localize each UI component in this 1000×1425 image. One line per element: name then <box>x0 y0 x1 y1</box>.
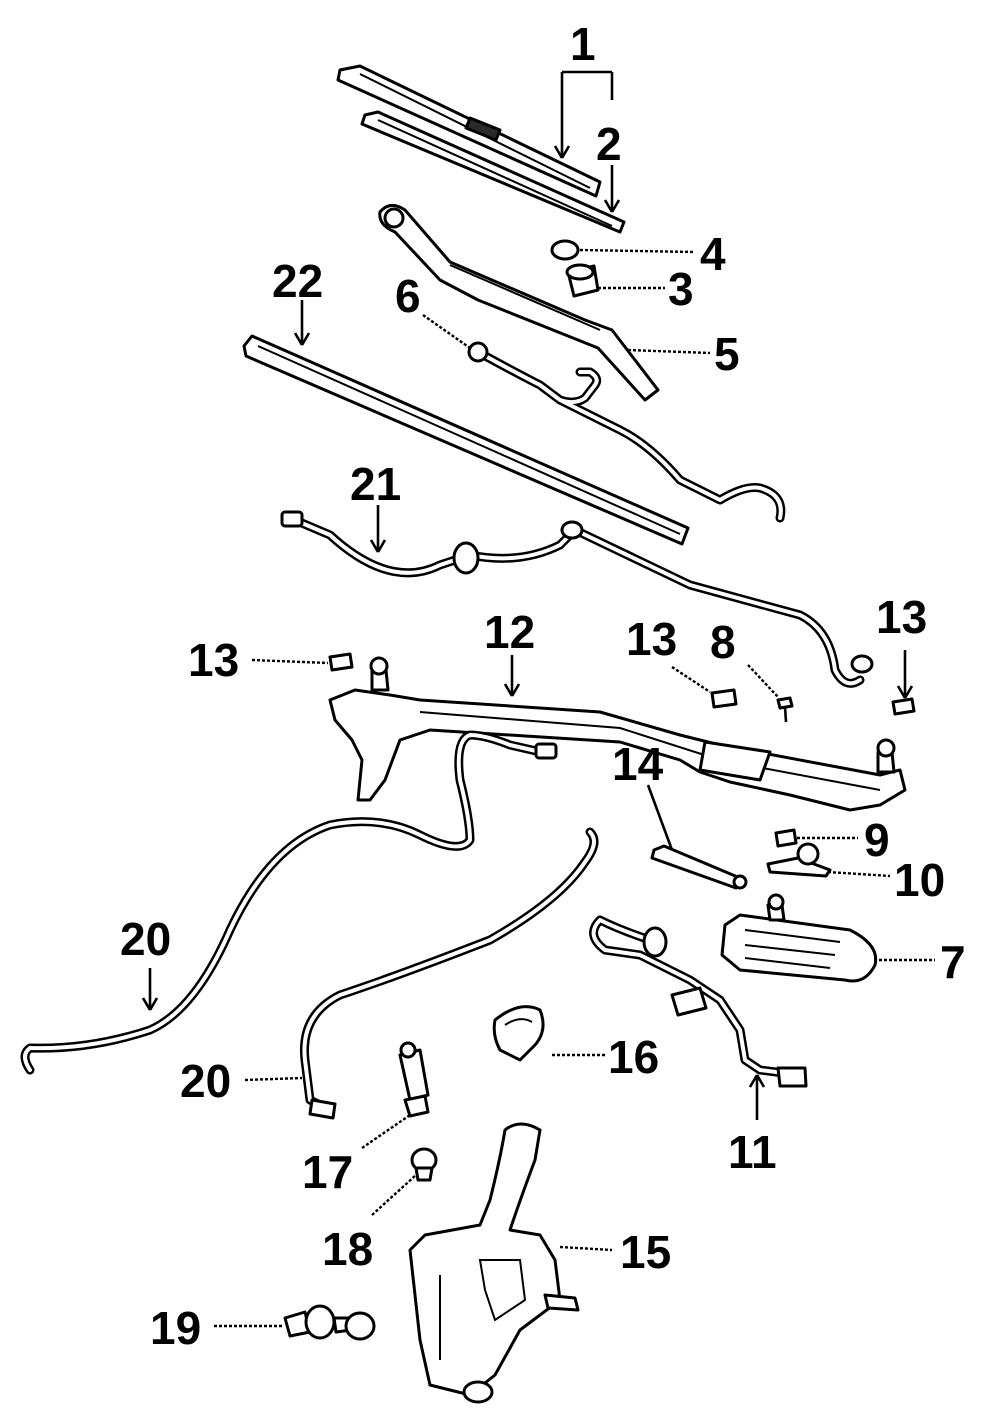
part-13-grommet-left[interactable] <box>328 652 354 672</box>
part-13-grommet-right[interactable] <box>891 697 916 716</box>
part-20-washer-hose-left[interactable] <box>20 730 558 1075</box>
callout-13-left: 13 <box>188 634 239 686</box>
callout-3: 3 <box>668 263 694 315</box>
part-15-washer-reservoir[interactable] <box>408 1122 580 1404</box>
callout-19: 19 <box>150 1302 201 1354</box>
callout-8: 8 <box>710 616 736 668</box>
part-12-wiper-linkage[interactable] <box>328 656 907 812</box>
callout-11: 11 <box>728 1126 777 1178</box>
callout-22: 22 <box>272 255 323 307</box>
callout-16: 16 <box>608 1031 659 1083</box>
part-18-pump-grommet[interactable] <box>410 1147 438 1182</box>
part-14-drive-link[interactable] <box>650 844 748 890</box>
callout-2: 2 <box>596 118 622 170</box>
leader-lines <box>141 70 935 1328</box>
part-20-washer-hose-right[interactable] <box>299 827 599 1120</box>
callout-14: 14 <box>612 738 664 790</box>
callout-12: 12 <box>484 606 535 658</box>
part-19-washer-nozzle[interactable] <box>283 1304 376 1341</box>
callout-21: 21 <box>350 458 401 510</box>
callout-20-right: 20 <box>180 1055 231 1107</box>
callout-20-left: 20 <box>120 913 171 965</box>
part-11-wiring-harness[interactable] <box>589 915 808 1088</box>
part-10-crank-arm[interactable] <box>766 842 832 878</box>
callout-6: 6 <box>395 270 421 322</box>
part-3-nut[interactable] <box>565 263 600 298</box>
part-6-washer-hose[interactable] <box>467 341 786 523</box>
callout-7: 7 <box>940 936 966 988</box>
callout-17: 17 <box>302 1146 353 1198</box>
callout-13-middle: 13 <box>626 613 677 665</box>
part-1-wiper-blade[interactable] <box>336 64 602 198</box>
callout-9: 9 <box>864 814 890 866</box>
callout-5: 5 <box>714 328 740 380</box>
callout-4: 4 <box>700 228 726 280</box>
part-4-cap[interactable] <box>550 239 580 261</box>
part-7-wiper-motor[interactable] <box>720 893 878 983</box>
part-5-wiper-arm[interactable] <box>378 204 660 402</box>
part-22-cowl-seal[interactable] <box>242 334 690 546</box>
part-16-reservoir-cap[interactable] <box>492 1005 545 1062</box>
part-9-nut[interactable] <box>774 828 798 848</box>
callout-10: 10 <box>894 854 945 906</box>
part-17-washer-pump[interactable] <box>398 1041 430 1118</box>
part-21-washer-hose-assembly[interactable] <box>280 510 874 688</box>
callout-1: 1 <box>570 18 596 70</box>
part-8-bolt[interactable] <box>776 696 794 723</box>
part-2-blade-insert[interactable] <box>360 110 626 234</box>
callout-13-right: 13 <box>876 591 927 643</box>
callout-15: 15 <box>620 1226 671 1278</box>
part-13-grommet-middle[interactable] <box>710 688 738 709</box>
callout-18: 18 <box>322 1223 373 1275</box>
